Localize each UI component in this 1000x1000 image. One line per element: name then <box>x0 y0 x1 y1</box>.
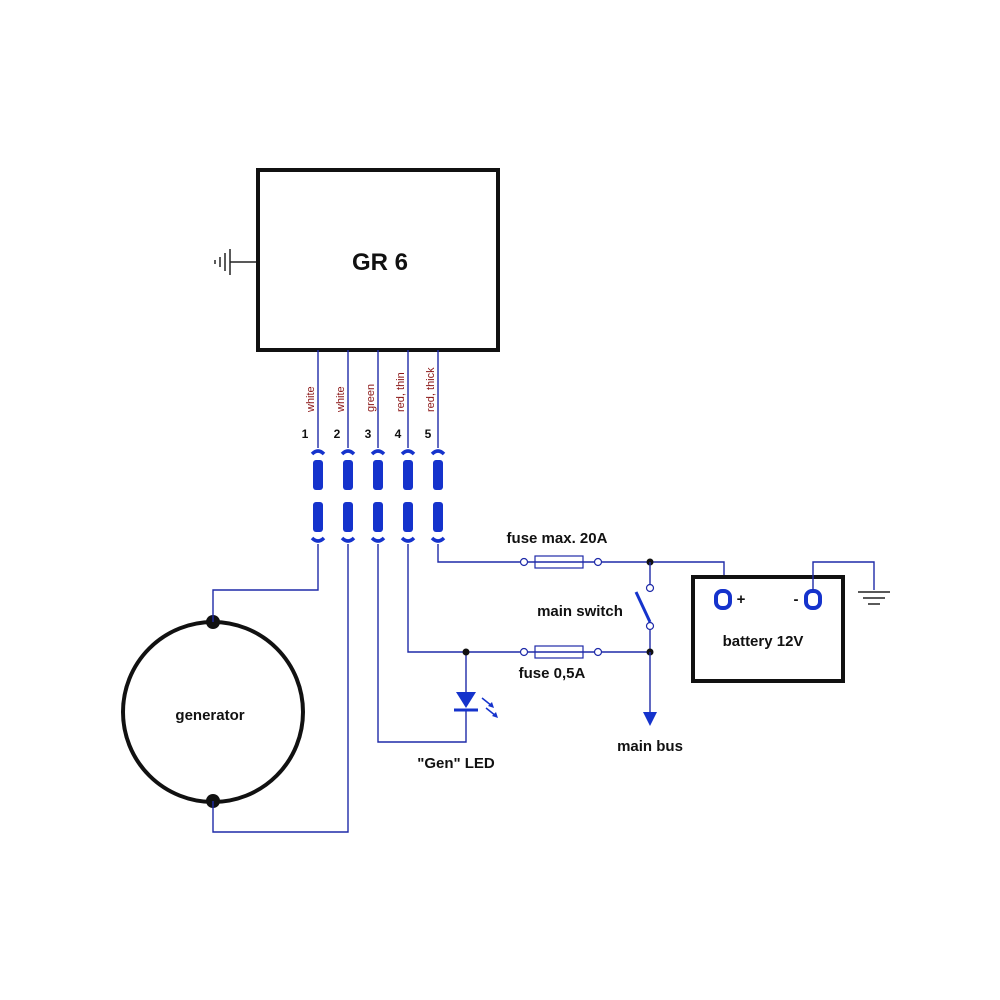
pin-5-number: 5 <box>425 427 432 441</box>
battery-minus-terminal <box>804 589 822 610</box>
battery-label: battery 12V <box>723 633 804 650</box>
pin-4-number: 4 <box>395 427 402 441</box>
fuse-small <box>519 645 603 659</box>
battery-plus-label: + <box>737 591 746 608</box>
battery-minus-label: - <box>794 591 799 608</box>
fuse-main <box>519 555 603 569</box>
battery-ground-symbol <box>858 591 890 605</box>
main-bus-label: main bus <box>617 738 683 755</box>
regulator-box <box>256 168 500 352</box>
plug-connector-2 <box>340 449 356 543</box>
pin-1-number: 1 <box>302 427 309 441</box>
generator-label: generator <box>175 707 244 724</box>
plug-connector-4 <box>400 449 416 543</box>
pin-3-color-label: green <box>365 384 377 412</box>
pin-2-number: 2 <box>334 427 341 441</box>
plug-connector-5 <box>430 449 446 543</box>
led-junction <box>462 648 470 656</box>
gen-led <box>454 652 498 718</box>
pin-2-color-label: white <box>335 386 347 413</box>
battery-ground-wire <box>812 561 875 590</box>
pin-2-wire <box>212 544 349 833</box>
plug-connector-3 <box>370 449 386 543</box>
regulator-label: GR 6 <box>352 249 408 276</box>
battery-plus-terminal <box>714 589 732 610</box>
regulator-ground-symbol <box>214 249 258 275</box>
main-switch <box>634 562 655 652</box>
plug-connector-1 <box>310 449 326 543</box>
pin-4-wire <box>407 544 520 653</box>
fuse-main-label: fuse max. 20A <box>507 530 608 547</box>
pin-1-color-label: white <box>305 386 317 413</box>
fuse-small-label: fuse 0,5A <box>519 665 586 682</box>
switch-label: main switch <box>537 603 623 620</box>
led-label: "Gen" LED <box>417 755 495 772</box>
pin-5-wire <box>437 544 520 563</box>
pin-3-number: 3 <box>365 427 372 441</box>
pin-3-wire <box>377 544 467 743</box>
pin-4-color-label: red, thin <box>395 372 407 412</box>
main-bus-arrow-icon <box>643 712 657 726</box>
pin-5-color-label: red, thick <box>425 367 437 412</box>
pin-1-wire <box>212 544 319 622</box>
